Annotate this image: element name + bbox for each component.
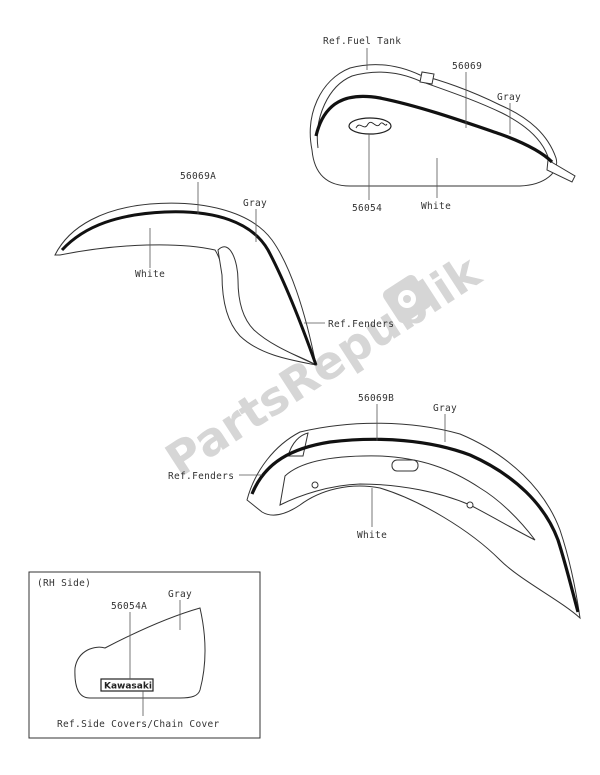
rear-fender-stripe [250,437,580,613]
fuel-tank [309,64,576,187]
side-cover-part: 56054A [111,601,147,612]
side-cover-ref-label: Ref.Side Covers/Chain Cover [57,719,220,730]
rear-fender-white-label: White [357,530,387,541]
side-cover-gray-label: Gray [168,589,192,600]
watermark-gear-icon [383,275,431,323]
fuel-tank-stripe-part: 56069 [452,61,482,72]
fuel-tank-emblem-script [355,121,388,129]
rear-fender-bolt-hole [466,501,474,509]
front-fender-ref-label: Ref.Fenders [328,319,394,330]
rear-fender-inner-panel [279,455,536,541]
front-fender-stripe-part: 56069A [180,171,216,182]
front-fender-gray-label: Gray [243,198,267,209]
side-cover-outline [74,607,206,699]
side-cover-side-label: (RH Side) [37,578,91,589]
side-cover: Kawasaki [74,607,206,699]
fuel-tank-emblem-part: 56054 [352,203,382,214]
fuel-tank-emblem [348,117,392,135]
rear-fender-front-tab [287,432,309,457]
side-cover-inset-frame [28,571,261,739]
fuel-tank-stripe [314,94,554,164]
fuel-tank-rear-tab [546,159,576,183]
fuel-tank-white-label: White [421,201,451,212]
front-fender [54,202,318,367]
front-fender-inner-panel [217,246,317,366]
fuel-cap [419,71,435,85]
rear-fender-stripe-part: 56069B [358,393,394,404]
rear-fender [246,422,581,620]
rear-fender-ref-label: Ref.Fenders [168,471,234,482]
fuel-tank-gray-label: Gray [497,92,521,103]
front-fender-stripe [60,210,318,366]
rear-fender-gray-label: Gray [433,403,457,414]
rear-fender-bolt-hole [311,481,319,489]
rear-fender-mount-slot [391,459,419,472]
front-fender-white-label: White [135,269,165,280]
fuel-tank-ref-label: Ref.Fuel Tank [323,36,401,47]
side-cover-badge-text: Kawasaki [104,682,152,692]
side-cover-badge [100,678,154,692]
